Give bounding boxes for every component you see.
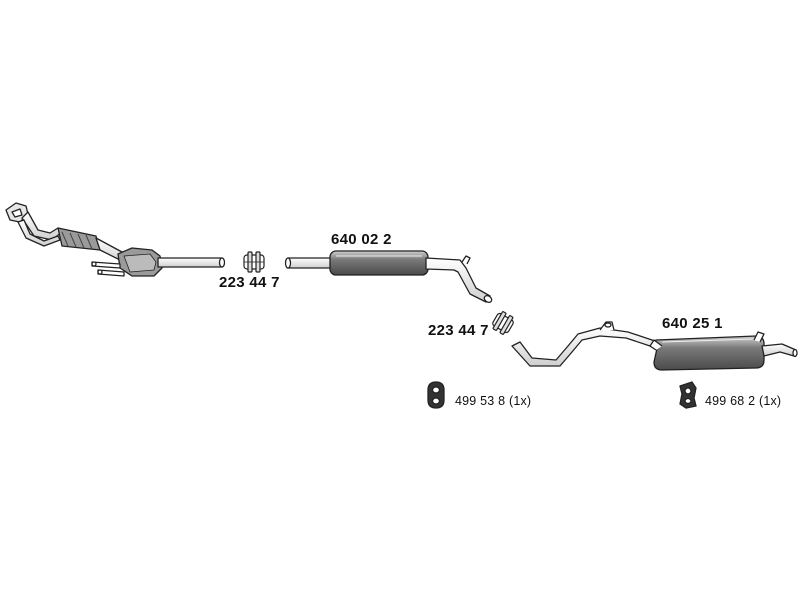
clamp-front-part-number: 223 44 7 — [219, 274, 280, 291]
middle-inlet-pipe — [287, 257, 333, 269]
rear-silencer-part-number: 640 25 1 — [662, 315, 723, 332]
rear-silencer-body — [653, 335, 765, 371]
middle-silencer-part-number: 640 02 2 — [331, 231, 392, 248]
flex-section — [57, 227, 101, 251]
clamp-middle-part-number: 223 44 7 — [428, 322, 489, 339]
front-outlet-pipe — [157, 257, 225, 268]
rubber-mount-middle — [427, 381, 445, 409]
mount-middle-label: 499 53 8 (1x) — [455, 395, 531, 408]
front-pipe-catalyst — [5, 202, 226, 277]
rubber-mount-rear — [679, 381, 697, 409]
middle-silencer-body — [329, 250, 429, 276]
mount-middle-part-number: 499 53 8 — [455, 394, 506, 408]
middle-silencer-assembly — [284, 250, 493, 304]
tail-pipe — [761, 343, 797, 357]
rear-inlet-pipe — [511, 327, 667, 367]
mount-rear-label: 499 68 2 (1x) — [705, 395, 781, 408]
mount-middle-quantity: (1x) — [508, 394, 532, 408]
clamp-middle — [492, 311, 514, 335]
clamp-front — [243, 251, 265, 273]
mount-rear-quantity: (1x) — [758, 394, 782, 408]
mount-rear-part-number: 499 68 2 — [705, 394, 756, 408]
rear-silencer-assembly — [511, 321, 798, 371]
middle-outlet-pipe — [425, 257, 491, 303]
